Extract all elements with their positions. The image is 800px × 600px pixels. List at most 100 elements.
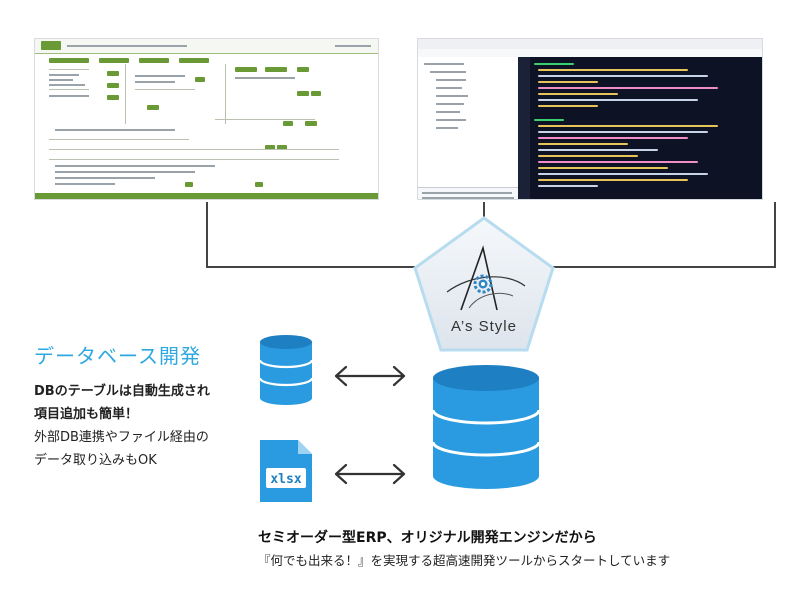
code-line [538, 99, 698, 101]
erp-button [179, 58, 209, 63]
ide-project-tree [418, 57, 518, 187]
erp-text [135, 75, 185, 77]
code-line [538, 185, 598, 187]
erp-button [185, 182, 193, 187]
description-line-1: DBのテーブルは自動生成され [34, 384, 210, 399]
erp-button [297, 67, 309, 72]
tree-text [430, 71, 466, 73]
erp-field-vline [125, 64, 126, 124]
tree-text [424, 63, 464, 65]
code-line [538, 131, 708, 133]
erp-text [49, 79, 73, 81]
main-caption: セミオーダー型ERP、オリジナル開発エンジンだから [258, 530, 597, 546]
description-line-3: 外部DB連携やファイル経由の [34, 430, 209, 445]
tree-text [436, 111, 460, 113]
erp-button [305, 121, 317, 126]
code-line [538, 149, 658, 151]
erp-menu-text [335, 45, 371, 47]
emblem-title: A’s Style [451, 318, 517, 335]
description-line-4: データ取り込みもOK [34, 453, 157, 468]
erp-field-line [49, 69, 89, 70]
console-text [422, 197, 514, 199]
bidirectional-arrow-icon [334, 365, 406, 387]
erp-text [135, 81, 175, 83]
code-line [534, 63, 574, 65]
erp-text [55, 183, 115, 185]
ide-screenshot [417, 38, 763, 200]
bidirectional-arrow-icon [334, 463, 406, 485]
large-database-icon [431, 365, 541, 489]
erp-screenshot [34, 38, 379, 200]
erp-text [55, 165, 215, 167]
connector-left-vertical [206, 202, 208, 268]
console-text [422, 192, 512, 194]
code-line [534, 119, 564, 121]
connector-right-vertical [774, 202, 776, 268]
tree-text [436, 127, 458, 129]
erp-button [265, 145, 275, 150]
erp-field-line [135, 89, 195, 90]
code-line [538, 143, 628, 145]
erp-text [55, 177, 155, 179]
code-line [538, 93, 618, 95]
erp-text [49, 74, 79, 76]
ide-code-editor [518, 57, 762, 199]
ide-console [418, 187, 518, 199]
code-line [538, 179, 688, 181]
code-line [538, 173, 708, 175]
code-line [538, 137, 688, 139]
erp-field-vline [225, 64, 226, 124]
erp-field-line [49, 149, 339, 150]
erp-button [147, 105, 159, 110]
xlsx-file-icon [260, 440, 312, 502]
erp-button [139, 58, 169, 63]
erp-button [255, 182, 263, 187]
xlsx-label: xlsx [270, 472, 302, 487]
erp-text [235, 77, 295, 79]
code-line [538, 125, 718, 127]
tree-text [436, 87, 462, 89]
code-line [538, 69, 688, 71]
line-number-gutter [518, 57, 530, 199]
tree-text [436, 103, 464, 105]
code-line [538, 167, 668, 169]
erp-logo [41, 41, 61, 50]
erp-button [107, 71, 119, 76]
erp-button [195, 77, 205, 82]
tree-text [436, 95, 468, 97]
erp-text [55, 171, 195, 173]
code-line [538, 105, 598, 107]
code-line [538, 161, 698, 163]
erp-button [107, 83, 119, 88]
erp-title-text [67, 45, 187, 47]
erp-button [235, 67, 257, 72]
erp-text [49, 84, 85, 86]
erp-field-line [49, 139, 189, 140]
code-line [538, 75, 708, 77]
erp-button [99, 58, 129, 63]
erp-button [265, 67, 287, 72]
erp-field-line [49, 89, 89, 90]
erp-header [35, 39, 378, 54]
tree-text [436, 79, 466, 81]
small-database-icon [258, 335, 314, 405]
tree-text [436, 119, 466, 121]
erp-text [49, 95, 89, 97]
erp-text [55, 129, 175, 131]
erp-button [311, 91, 321, 96]
emblem-swoosh [460, 245, 498, 311]
as-style-emblem [413, 216, 555, 352]
erp-button [49, 58, 89, 63]
code-line [538, 87, 718, 89]
erp-button [297, 91, 309, 96]
sub-caption: 『何でも出来る！』を実現する超高速開発ツールからスタートしています [258, 553, 671, 568]
section-heading: データベース開発 [34, 344, 201, 368]
erp-button [283, 121, 293, 126]
erp-footer [35, 193, 378, 199]
code-line [538, 155, 638, 157]
description-line-2: 項目追加も簡単！ [34, 407, 139, 422]
code-line [538, 81, 598, 83]
erp-field-line [49, 159, 339, 160]
gear-icon [473, 274, 493, 294]
erp-button [107, 95, 119, 100]
